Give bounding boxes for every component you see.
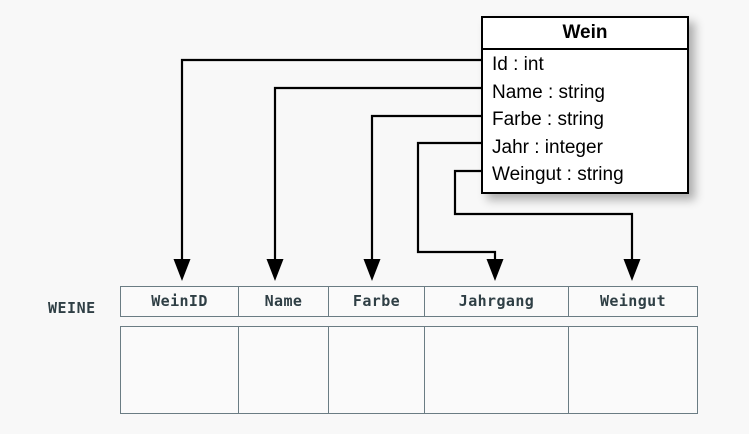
table-column-header-weinid[interactable]: WeinID <box>121 287 239 316</box>
connector-weingut-to-weingut <box>453 169 641 281</box>
table-name-label: WEINE <box>48 299 96 317</box>
uml-attribute-name: Name : string <box>492 81 605 103</box>
table-cell-weinid[interactable] <box>121 327 239 413</box>
uml-attribute-id: Id : int <box>492 54 544 75</box>
table-cell-jahrgang[interactable] <box>425 327 569 413</box>
uml-attribute-list: Id : int Name : string Farbe : string Ja… <box>483 50 687 192</box>
connector-id-to-weinid <box>173 58 481 281</box>
table-header-row: WeinID Name Farbe Jahrgang Weingut <box>120 286 698 317</box>
table-cell-farbe[interactable] <box>329 327 425 413</box>
connector-jahr-to-jahrgang <box>416 141 504 281</box>
arrow-head-jahrgang <box>486 259 504 281</box>
uml-class-name: Wein <box>483 18 687 50</box>
connector-name-to-name <box>266 86 481 281</box>
arrow-head-weinid <box>173 259 191 281</box>
uml-attribute-jahr: Jahr : integer <box>492 136 603 158</box>
table-column-header-weingut[interactable]: Weingut <box>599 292 666 310</box>
table-row <box>120 326 698 414</box>
uml-attribute-farbe: Farbe : string <box>492 109 604 130</box>
arrow-head-weingut <box>623 259 641 281</box>
arrow-head-farbe <box>363 259 381 281</box>
table-cell-name[interactable] <box>239 327 329 413</box>
table-column-header-name[interactable]: Name <box>239 287 329 316</box>
uml-attribute-weingut: Weingut : string <box>492 164 624 185</box>
table-cell-weingut[interactable] <box>569 327 697 413</box>
arrow-head-name <box>266 259 284 281</box>
uml-class-box[interactable]: Wein Id : int Name : string Farbe : stri… <box>481 16 689 194</box>
table-column-header-farbe[interactable]: Farbe <box>329 287 425 316</box>
connector-farbe-to-farbe <box>363 114 481 281</box>
table-column-header-jahrgang[interactable]: Jahrgang <box>425 287 569 316</box>
